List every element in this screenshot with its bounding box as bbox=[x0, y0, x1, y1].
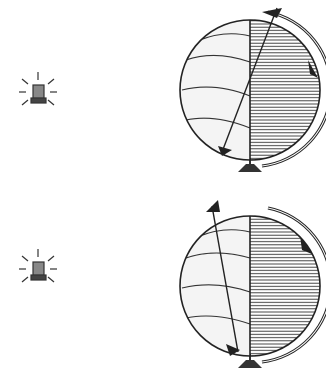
panel-top bbox=[19, 8, 326, 172]
panel-bottom bbox=[19, 200, 326, 368]
globe-day-night-icon bbox=[180, 8, 326, 172]
globe-stand bbox=[238, 164, 262, 172]
day-side bbox=[180, 20, 250, 160]
night-side bbox=[250, 20, 320, 160]
globe-day-night-icon bbox=[180, 200, 326, 368]
rotation-arrow-top bbox=[206, 200, 220, 212]
night-side bbox=[250, 216, 320, 356]
globe-stand bbox=[238, 360, 262, 368]
lamp-light-icon bbox=[19, 72, 57, 105]
lamp-light-icon bbox=[19, 249, 57, 282]
